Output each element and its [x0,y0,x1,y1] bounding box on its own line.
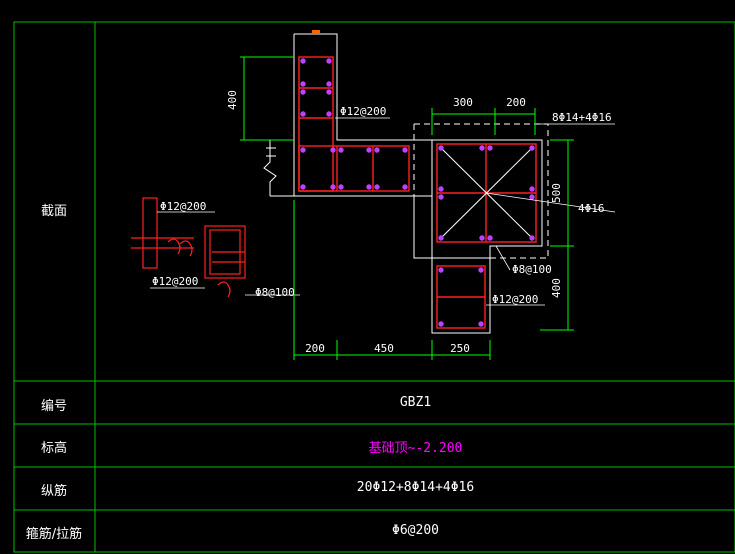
rebar-dot [478,321,484,327]
rebar-dot [300,81,306,87]
rebar-cages [298,56,537,329]
rebar-dot [487,235,493,241]
rebar-dot [330,147,336,153]
dim-top-1: 300 [453,96,473,109]
rebar-dot [300,89,306,95]
rebar-dot [402,184,408,190]
rebar-dot [300,147,306,153]
rebar-dot [338,147,344,153]
row-label-number: 编号 [40,399,67,414]
dim-top-2: 200 [506,96,526,109]
row-value-number: GBZ1 [399,395,432,410]
rebar-bars [300,58,535,327]
section-outline [263,34,549,334]
note-center-bars: 4Φ16 [578,202,605,215]
dim-right-1: 500 [550,183,563,203]
rebar-dot [326,89,332,95]
rebar-dot [374,184,380,190]
rebar-dot [402,147,408,153]
rebar-dot [374,147,380,153]
row-label-elevation: 标高 [40,441,67,456]
rebar-dot [438,186,444,192]
rebar-dot [338,184,344,190]
dimension-lines [240,56,574,360]
leader-lines [150,117,616,306]
rebar-dot [479,235,485,241]
rebar-dot [478,267,484,273]
row-value-longitudinal: 20Φ12+8Φ14+4Φ16 [356,480,475,495]
note-stirrup-top: Φ12@200 [340,105,386,118]
dim-right-2: 400 [550,278,563,298]
column-outlines [293,30,543,334]
rebar-dot [300,184,306,190]
table-frame [13,21,735,553]
rebar-dot [326,58,332,64]
row-label-longitudinal: 纵筋 [40,484,67,499]
note-detail-top: Φ12@200 [160,200,206,213]
rebar-dot [438,194,444,200]
note-corner-bars: 8Φ14+4Φ16 [552,111,612,124]
row-label-stirrup: 箍筋/拉筋 [25,527,83,542]
rebar-dot [366,147,372,153]
rebar-dot [479,145,485,151]
note-stirrup-bottom: Φ12@200 [492,293,538,306]
dim-left-1: 400 [226,90,239,110]
section-label: 截面 [40,204,67,219]
row-value-stirrup: Φ6@200 [392,523,439,538]
rebar-dot [529,145,535,151]
dim-bottom-2: 450 [374,342,394,355]
rebar-dot [438,145,444,151]
note-detail-bottom: Φ12@200 [152,275,198,288]
tie-detail [131,197,246,298]
row-value-elevation: 基础顶~-2.200 [368,441,463,456]
rebar-dot [300,58,306,64]
dim-bottom-3: 250 [450,342,470,355]
rebar-dot [438,235,444,241]
rebar-dot [529,194,535,200]
note-stirrup-mid: Φ8@100 [512,263,552,276]
rebar-dot [529,235,535,241]
rebar-dot [529,186,535,192]
dim-bottom-1: 200 [305,342,325,355]
note-detail-tie: Φ8@100 [255,286,295,299]
rebar-dot [487,145,493,151]
rebar-dot [438,267,444,273]
rebar-dot [366,184,372,190]
rebar-dot [326,81,332,87]
rebar-dot [438,321,444,327]
rebar-dot [300,111,306,117]
rebar-dot [326,111,332,117]
rebar-dot [330,184,336,190]
